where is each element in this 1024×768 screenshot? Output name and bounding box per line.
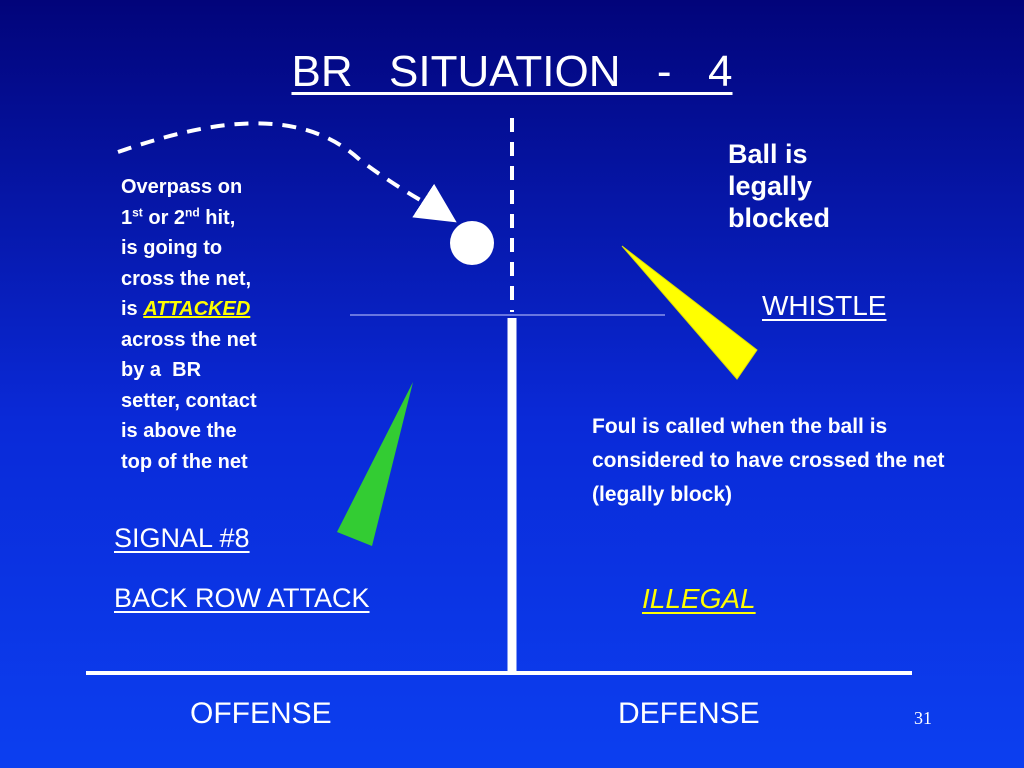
description-line: Overpass on xyxy=(121,176,243,198)
illegal-label: ILLEGAL xyxy=(642,583,756,614)
description-line: top of the net xyxy=(121,450,248,473)
description-line: is going to xyxy=(121,237,223,259)
description-line: is ATTACKED xyxy=(121,298,251,320)
whistle-label: WHISTLE xyxy=(762,290,887,321)
description-line: across the net xyxy=(121,328,257,351)
back-row-attack-label: BACK ROW ATTACK xyxy=(114,583,370,613)
description-line: by a BR xyxy=(121,359,202,381)
slide-title: BR SITUATION - 4 xyxy=(291,47,733,96)
signal-label: SIGNAL #8 xyxy=(114,523,250,553)
ball-blocked-label: Ball is legally blocked xyxy=(728,139,831,233)
description-line: setter, contact xyxy=(121,389,257,412)
ball xyxy=(450,221,494,265)
page-number: 31 xyxy=(914,708,932,728)
attacked-highlight: ATTACKED xyxy=(143,298,251,320)
ball-trajectory-arrow xyxy=(117,121,457,223)
blocker-arm-yellow xyxy=(621,245,758,380)
description-line: 1st or 2nd hit, xyxy=(121,204,236,229)
description-line: cross the net, xyxy=(121,267,252,290)
attacker-arm-green xyxy=(337,382,413,546)
defense-label: DEFENSE xyxy=(618,697,760,730)
description-line: is above the xyxy=(121,420,237,442)
offense-label: OFFENSE xyxy=(190,697,332,730)
foul-note: Foul is called when the ball is consider… xyxy=(592,415,945,506)
situation-description: Overpass on 1st or 2nd hit, is going to … xyxy=(121,172,321,477)
